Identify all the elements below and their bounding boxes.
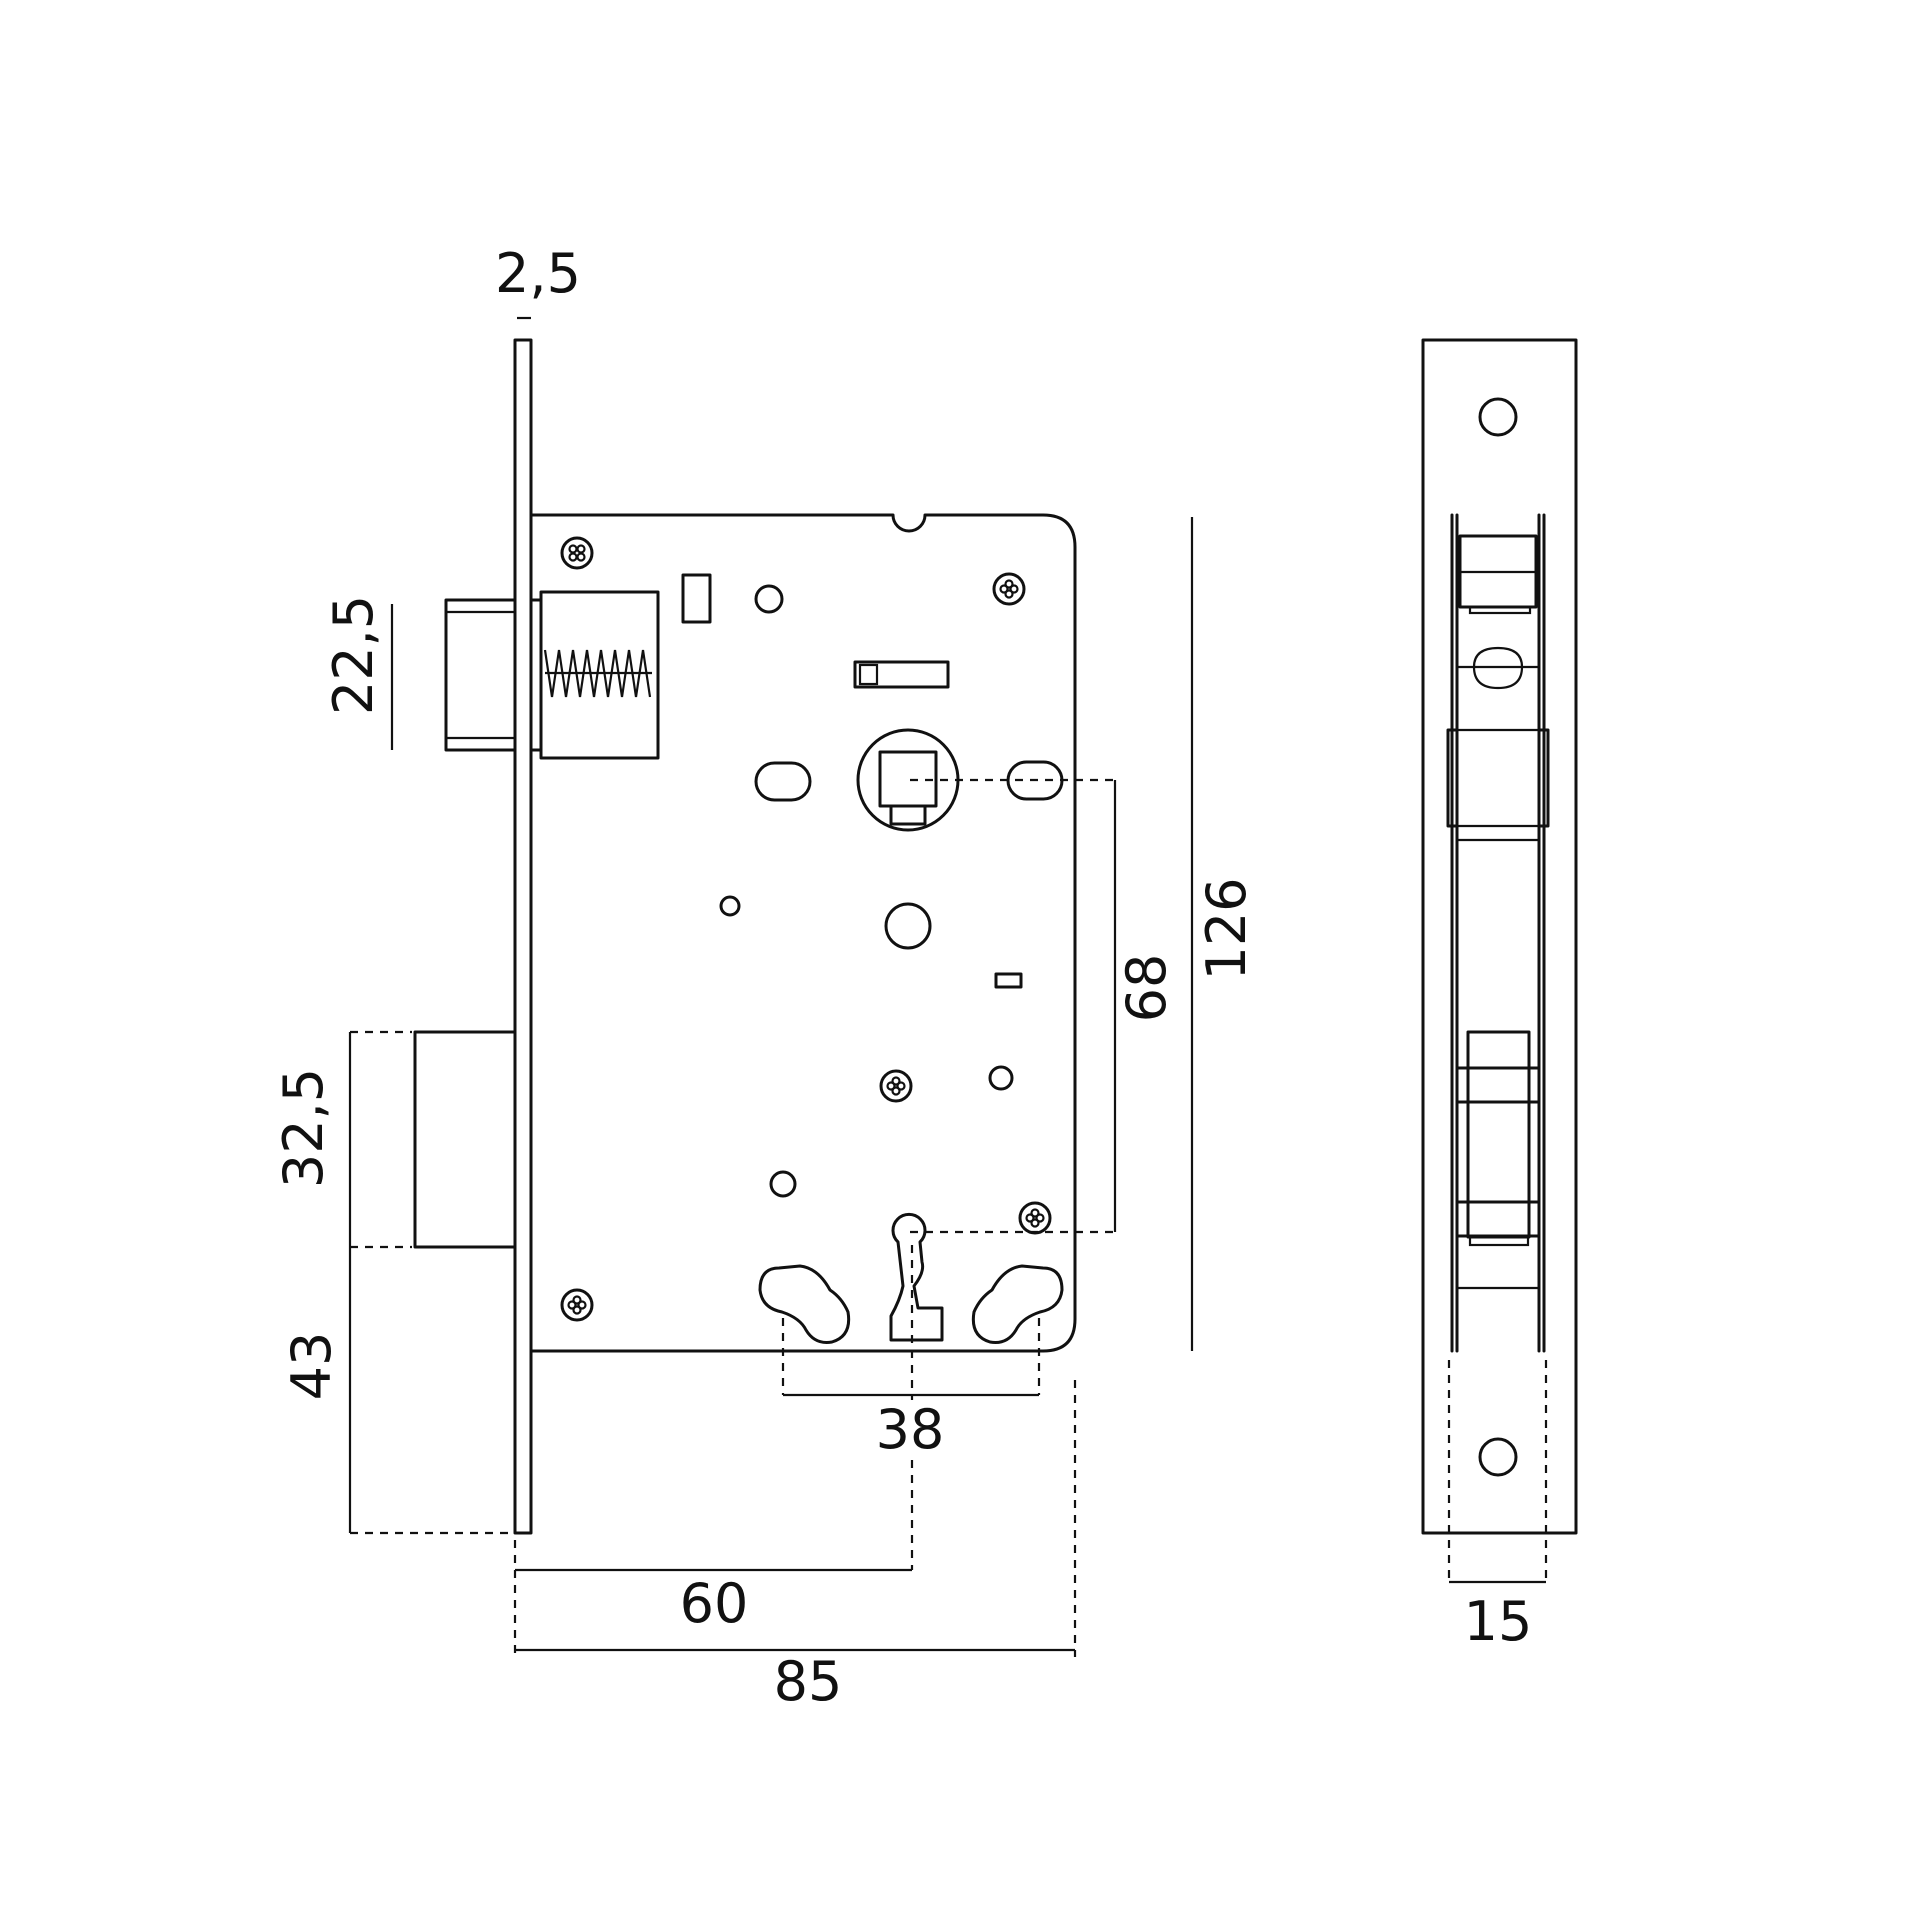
faceplate-side: [1421, 338, 1578, 1535]
slot-small: [994, 972, 1023, 989]
hole: [988, 1065, 1014, 1091]
dim-center-distance: 68: [1115, 954, 1178, 1023]
screw: [560, 1288, 594, 1322]
dim-case-width: 15: [1464, 1590, 1533, 1653]
dim-case-depth: 85: [774, 1650, 843, 1713]
fixing-hole-bottom: [1478, 1437, 1518, 1477]
hole: [754, 584, 784, 614]
cutout-right: [971, 1264, 1064, 1344]
oval-hole: [754, 761, 812, 802]
cutout-left: [758, 1264, 851, 1344]
screw: [1018, 1201, 1052, 1235]
front-view: [348, 316, 1194, 1657]
latch-side: [1458, 534, 1538, 615]
hole: [884, 902, 932, 950]
screw: [879, 1069, 913, 1103]
deadbolt: [413, 1030, 517, 1249]
side-view: [1421, 338, 1578, 1585]
follower-side: [1446, 646, 1550, 842]
dim-latch-height: 22,5: [322, 595, 385, 715]
latch-bolt: [444, 590, 660, 760]
screw: [992, 572, 1026, 606]
dim-deadbolt-height: 32,5: [272, 1068, 335, 1188]
hole: [769, 1170, 797, 1198]
deadbolt-side: [1455, 1030, 1541, 1290]
dim-backset: 60: [680, 1572, 749, 1635]
screw: [560, 536, 594, 570]
dim-keyhole-spacing: 38: [876, 1398, 945, 1461]
slider: [853, 660, 950, 689]
dim-case-height: 126: [1195, 877, 1258, 980]
keyhole: [889, 1212, 944, 1342]
slot-top: [681, 573, 712, 624]
dim-faceplate-thickness: 2,5: [495, 242, 581, 305]
lock-case: [529, 513, 1077, 1353]
fixing-hole-top: [1478, 397, 1518, 437]
dim-bolt-to-bottom: 43: [280, 1332, 343, 1401]
faceplate: [513, 338, 533, 1535]
hole: [719, 895, 741, 917]
